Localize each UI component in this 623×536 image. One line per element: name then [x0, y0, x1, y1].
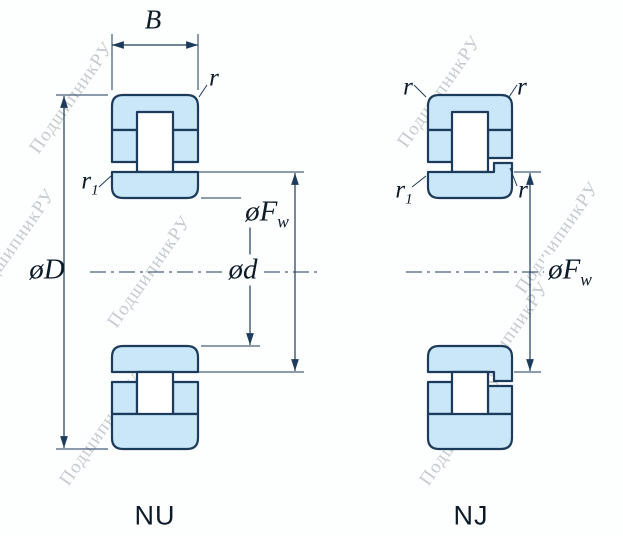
label-oD: øD: [29, 253, 65, 286]
r1-sub: 1: [91, 182, 99, 199]
nu-roller-top: [135, 110, 175, 174]
oFw-base: øF: [245, 195, 278, 228]
label-r-top-right-right-diagram: r: [517, 73, 527, 101]
r-leader-top-right: [508, 84, 518, 98]
label-r1-left: r1: [81, 167, 98, 199]
r-inner-leader: [509, 167, 518, 187]
nu-outer-flange-top-left: [110, 128, 139, 164]
nj-inner-ring-top: [426, 161, 514, 200]
label-oFw-left: øFw: [241, 195, 293, 232]
label-r-inner: r: [518, 176, 528, 204]
nj-outer-flange-top-right: [486, 128, 514, 160]
label-NU: NU: [134, 500, 176, 531]
nj-outer-flange-bottom-left: [426, 380, 454, 416]
r1-leader-right-diagram: [411, 175, 427, 188]
label-r-left: r: [209, 64, 219, 92]
oFw-sub: w: [277, 211, 289, 232]
nu-outer-ring-bottom: [110, 412, 200, 451]
label-od: ød: [224, 254, 262, 286]
nu-dimensions: [56, 34, 304, 450]
oFw-base: øF: [548, 253, 581, 286]
nu-inner-ring-top: [110, 170, 200, 200]
nu-outer-flange-bottom-left: [110, 380, 139, 416]
label-r-top-left-right-diagram: r: [403, 73, 413, 101]
r1-sub: 1: [405, 191, 413, 208]
nj-roller-top: [450, 110, 490, 174]
nj-outer-ring-bottom: [426, 412, 514, 451]
r-leader-top-left: [413, 84, 427, 98]
nu-bearing-section: [90, 93, 318, 451]
nj-dimensions: [411, 84, 541, 373]
nj-bearing-section: [406, 93, 548, 451]
label-oFw-right: øFw: [544, 253, 596, 290]
label-NJ: NJ: [453, 500, 489, 531]
nj-outer-flange-bottom-right: [486, 384, 514, 416]
r1-base: r: [81, 167, 92, 195]
nu-inner-ring-bottom: [110, 344, 200, 374]
nu-outer-flange-bottom-right: [171, 380, 200, 416]
label-B: B: [144, 4, 162, 35]
nj-inner-ring-bottom: [426, 344, 514, 383]
r1-leader-left: [98, 175, 112, 188]
nj-outer-flange-top-left: [426, 128, 454, 164]
r1-base: r: [395, 176, 406, 204]
oFw-sub: w: [580, 269, 592, 290]
r-leader-left: [198, 84, 208, 98]
label-r1-right-diagram: r1: [395, 176, 412, 208]
nu-outer-flange-top-right: [171, 128, 200, 164]
